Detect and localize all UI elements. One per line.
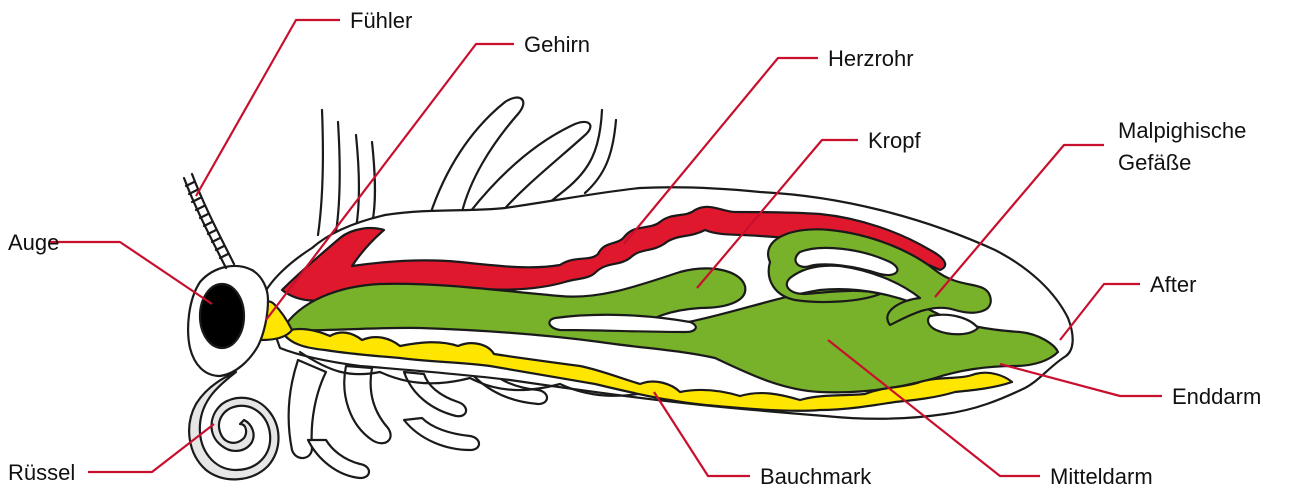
label-bauchmark: Bauchmark [760, 464, 872, 489]
label-malpighi-line2: Gefäße [1118, 150, 1191, 175]
leader-fuehler [196, 20, 340, 196]
label-enddarm: Enddarm [1172, 384, 1261, 409]
compound-eye [200, 284, 244, 348]
label-auge: Auge [8, 230, 59, 255]
label-mitteldarm: Mitteldarm [1050, 464, 1153, 489]
label-malpighi-line1: Malpighische [1118, 118, 1246, 143]
proboscis [189, 372, 278, 479]
label-herzrohr: Herzrohr [828, 46, 914, 71]
label-gehirn: Gehirn [524, 32, 590, 57]
label-ruessel: Rüssel [8, 460, 75, 485]
leader-auge [50, 242, 212, 304]
label-kropf: Kropf [868, 128, 921, 153]
label-after: After [1150, 272, 1196, 297]
antenna [184, 174, 234, 268]
label-fuehler: Fühler [350, 8, 412, 33]
